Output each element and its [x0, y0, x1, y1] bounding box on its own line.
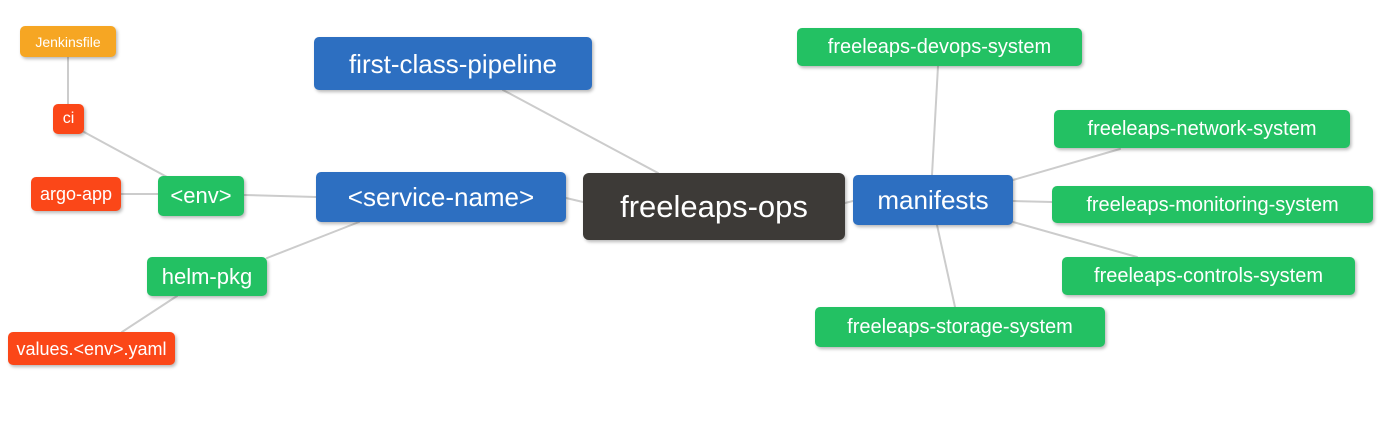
edge-values-helm-pkg [121, 295, 178, 333]
node-freeleaps-monitoring-system[interactable]: freeleaps-monitoring-system [1052, 186, 1373, 223]
edge-manifests-controls [1012, 221, 1138, 258]
node-ci[interactable]: ci [53, 104, 84, 134]
node-jenkinsfile[interactable]: Jenkinsfile [20, 26, 116, 57]
edge-env-service-name [243, 194, 317, 198]
edge-service-name-ops [565, 197, 584, 203]
node-freeleaps-devops-system[interactable]: freeleaps-devops-system [797, 28, 1082, 66]
node-freeleaps-controls-system[interactable]: freeleaps-controls-system [1062, 257, 1355, 295]
edge-manifests-monitoring [1012, 200, 1053, 203]
node-freeleaps-storage-system[interactable]: freeleaps-storage-system [815, 307, 1105, 347]
node-helm-pkg[interactable]: helm-pkg [147, 257, 267, 296]
node-manifests[interactable]: manifests [853, 175, 1013, 225]
node-service-name[interactable]: <service-name> [316, 172, 566, 222]
edge-helm-pkg-service-name [266, 221, 360, 259]
node-env[interactable]: <env> [158, 176, 244, 216]
node-argo-app[interactable]: argo-app [31, 177, 121, 211]
edge-manifests-network [1012, 148, 1121, 181]
node-first-class-pipeline[interactable]: first-class-pipeline [314, 37, 592, 90]
node-values-env-yaml[interactable]: values.<env>.yaml [8, 332, 175, 365]
edge-ci-env [83, 131, 168, 178]
node-freeleaps-network-system[interactable]: freeleaps-network-system [1054, 110, 1350, 148]
node-freeleaps-ops-root[interactable]: freeleaps-ops [583, 173, 845, 240]
edge-manifests-storage [936, 224, 956, 308]
edge-ops-manifests [844, 200, 854, 204]
edge-pipeline-ops [502, 89, 659, 174]
edge-manifests-devops [931, 65, 939, 176]
